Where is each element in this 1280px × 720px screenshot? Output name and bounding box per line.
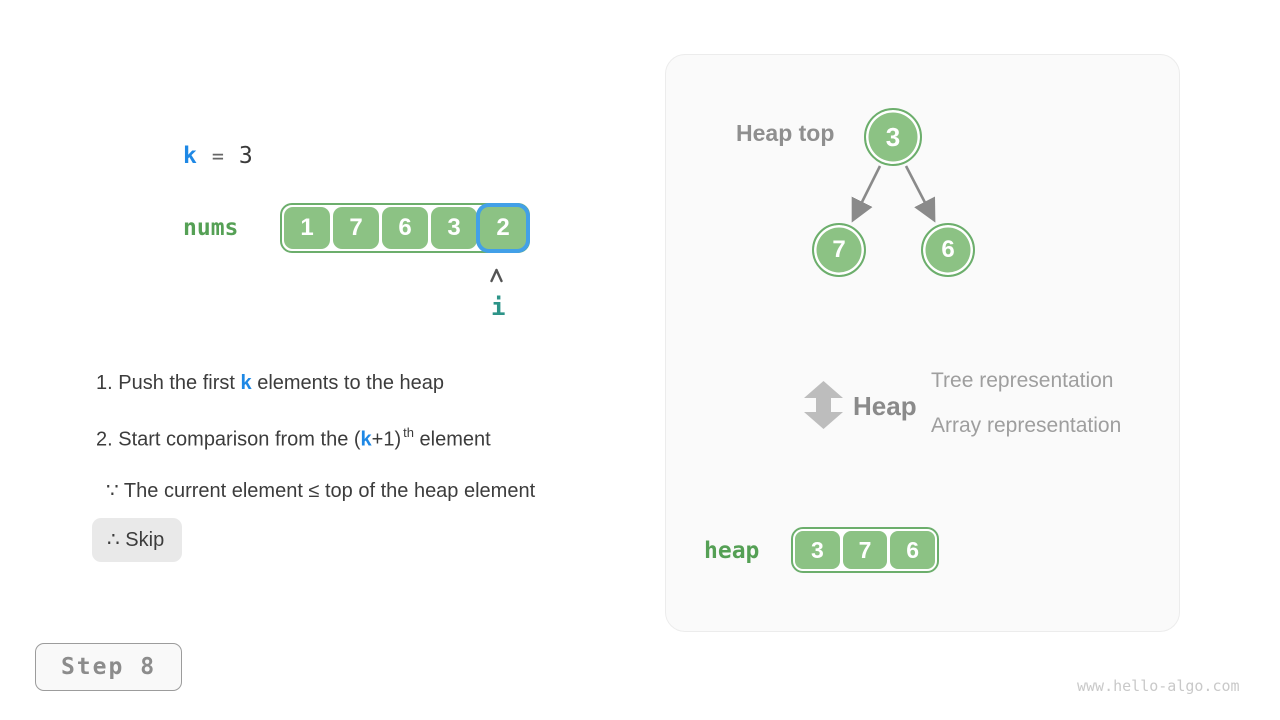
highlighted-array-cell: 2 xyxy=(480,207,526,249)
site-watermark: www.hello-algo.com xyxy=(1077,677,1240,695)
ordinal-superscript: th xyxy=(403,425,414,440)
instruction-text: +1) xyxy=(371,428,402,451)
tree-node-right: 6 xyxy=(921,223,975,277)
tree-node-left: 7 xyxy=(812,223,866,277)
array-representation-label: Array representation xyxy=(931,414,1122,437)
array-cell: 1 xyxy=(284,207,330,249)
array-cell: 6 xyxy=(382,207,428,249)
k-value: 3 xyxy=(238,143,253,169)
instruction-step-1: 1. Push the first k elements to the heap xyxy=(96,372,444,395)
array-cell: 7 xyxy=(333,207,379,249)
heap-panel: Heap top 3 7 6 Heap Tree representation … xyxy=(665,54,1180,632)
because-statement: ∵ The current element ≤ top of the heap … xyxy=(106,480,536,502)
heap-word: Heap xyxy=(853,391,917,421)
k-variable: k xyxy=(183,143,197,169)
heap-array-label: heap xyxy=(704,538,760,564)
heap-array: 3 7 6 xyxy=(791,527,939,573)
variable-assignment: k = 3 xyxy=(183,143,253,169)
array-cell: 7 xyxy=(842,531,888,569)
up-caret-icon xyxy=(490,268,503,283)
instruction-text: element xyxy=(413,428,491,451)
therefore-skip-badge: ∴ Skip xyxy=(92,518,183,562)
equals-sign: = xyxy=(211,144,224,168)
k-symbol: k xyxy=(360,428,372,451)
array-cell: 6 xyxy=(890,531,936,569)
step-badge: Step 8 xyxy=(35,643,182,691)
instruction-text: 1. Push the first xyxy=(96,372,241,394)
tree-node-root: 3 xyxy=(864,108,922,166)
instruction-step-2: 2. Start comparison from the (k+1)th ele… xyxy=(96,425,491,452)
up-down-arrow-icon xyxy=(804,381,843,429)
k-symbol: k xyxy=(240,372,252,394)
instruction-text: 2. Start comparison from the ( xyxy=(96,428,361,451)
array-cell: 3 xyxy=(795,531,840,569)
heap-top-label: Heap top xyxy=(736,120,835,146)
array-cell: 3 xyxy=(431,207,477,249)
nums-label: nums xyxy=(183,215,239,241)
index-pointer-label: i xyxy=(491,293,506,321)
nums-array: 1 7 6 3 2 xyxy=(280,203,530,253)
tree-representation-label: Tree representation xyxy=(931,369,1114,392)
instruction-text: elements to the heap xyxy=(251,372,444,394)
